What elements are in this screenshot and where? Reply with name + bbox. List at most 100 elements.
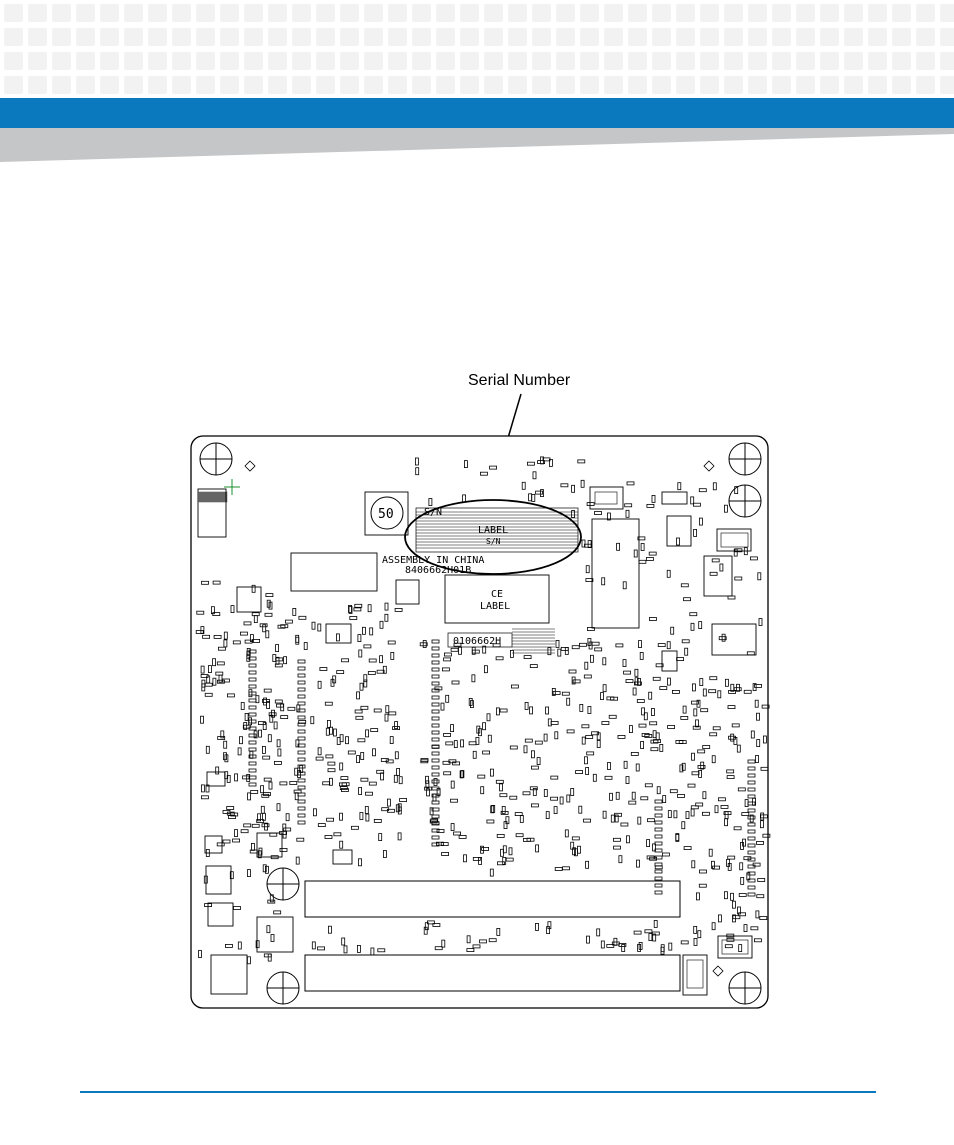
ic-component xyxy=(395,579,420,605)
smd-part xyxy=(746,651,755,656)
smd-part xyxy=(256,819,265,823)
smd-part xyxy=(382,665,387,674)
smd-part xyxy=(428,498,433,506)
smd-part xyxy=(591,731,599,736)
smd-pad xyxy=(654,876,663,881)
smd-part xyxy=(348,606,353,614)
smd-pad xyxy=(431,730,440,735)
smd-pad xyxy=(431,667,440,672)
smd-part xyxy=(361,626,366,635)
smd-pad xyxy=(654,841,663,846)
smd-part xyxy=(697,765,706,769)
smd-part xyxy=(311,941,316,950)
smd-part xyxy=(339,786,348,790)
smd-part xyxy=(667,677,671,686)
smd-part xyxy=(336,737,341,745)
smd-pad xyxy=(747,864,756,869)
smd-part xyxy=(740,877,745,885)
smd-part xyxy=(357,634,362,642)
smd-part xyxy=(700,708,709,713)
smd-part xyxy=(275,644,280,652)
smd-part xyxy=(367,604,372,613)
smd-part xyxy=(676,657,684,661)
smd-part xyxy=(253,615,258,623)
smd-part xyxy=(614,814,619,823)
smd-part xyxy=(295,739,300,748)
smd-part xyxy=(523,655,532,659)
smd-part xyxy=(246,774,251,782)
smd-part xyxy=(363,644,372,649)
smd-part xyxy=(630,752,639,756)
smd-part xyxy=(441,667,450,672)
smd-part xyxy=(262,624,267,633)
smd-part xyxy=(677,794,685,798)
smd-part xyxy=(571,645,580,650)
smd-part xyxy=(615,643,624,648)
smd-part xyxy=(491,805,496,813)
smd-part xyxy=(724,504,728,513)
smd-part xyxy=(560,647,569,651)
smd-part xyxy=(246,956,251,965)
badge-50: 50 xyxy=(364,491,409,536)
smd-part xyxy=(760,814,768,819)
smd-part xyxy=(584,756,588,765)
smd-part xyxy=(546,926,550,934)
smd-part xyxy=(570,788,575,796)
smd-pad xyxy=(297,771,306,776)
smd-part xyxy=(216,842,225,847)
smd-part xyxy=(434,686,443,691)
smd-pad xyxy=(431,716,440,721)
smd-part xyxy=(395,804,400,813)
smd-part xyxy=(497,861,505,866)
smd-part xyxy=(562,866,570,871)
smd-part xyxy=(761,704,770,709)
smd-part xyxy=(622,581,627,590)
smd-part xyxy=(743,547,748,556)
smd-pad xyxy=(431,800,440,805)
smd-part xyxy=(224,944,233,948)
smd-part xyxy=(443,771,452,776)
smd-part xyxy=(684,647,689,656)
smd-part xyxy=(532,471,537,480)
smd-part xyxy=(623,670,631,675)
ic-component xyxy=(682,954,708,996)
smd-part xyxy=(554,731,559,740)
ic-component xyxy=(703,555,733,597)
smd-part xyxy=(414,457,419,466)
smd-part xyxy=(250,790,259,794)
main-connector-upper xyxy=(304,880,681,918)
smd-part xyxy=(634,668,639,677)
smd-part xyxy=(620,822,629,827)
smd-part xyxy=(499,708,508,713)
smd-part xyxy=(535,923,539,931)
smd-part xyxy=(600,940,605,949)
smd-part xyxy=(712,482,717,491)
smd-part xyxy=(587,638,592,646)
smd-part xyxy=(683,597,691,602)
smd-part xyxy=(338,782,347,787)
board-outline xyxy=(190,435,769,1009)
smd-part xyxy=(653,920,658,928)
smd-pad xyxy=(297,687,306,692)
smd-part xyxy=(496,834,505,838)
smd-part xyxy=(721,633,726,642)
smd-part xyxy=(763,735,767,744)
smd-part xyxy=(328,777,333,786)
smd-part xyxy=(698,770,702,778)
smd-part xyxy=(756,712,760,721)
smd-part xyxy=(264,822,269,831)
smd-pad xyxy=(747,822,756,827)
smd-part xyxy=(496,928,501,936)
smd-part xyxy=(697,749,706,754)
smd-part xyxy=(443,657,452,662)
smd-part xyxy=(269,714,274,723)
smd-part xyxy=(651,708,655,716)
smd-part xyxy=(628,800,637,805)
smd-part xyxy=(741,812,750,816)
smd-part xyxy=(229,871,234,880)
smd-part xyxy=(587,627,595,631)
ic-component xyxy=(236,586,262,613)
smd-part xyxy=(760,766,769,771)
smd-pad xyxy=(297,820,306,825)
smd-part xyxy=(648,933,653,941)
